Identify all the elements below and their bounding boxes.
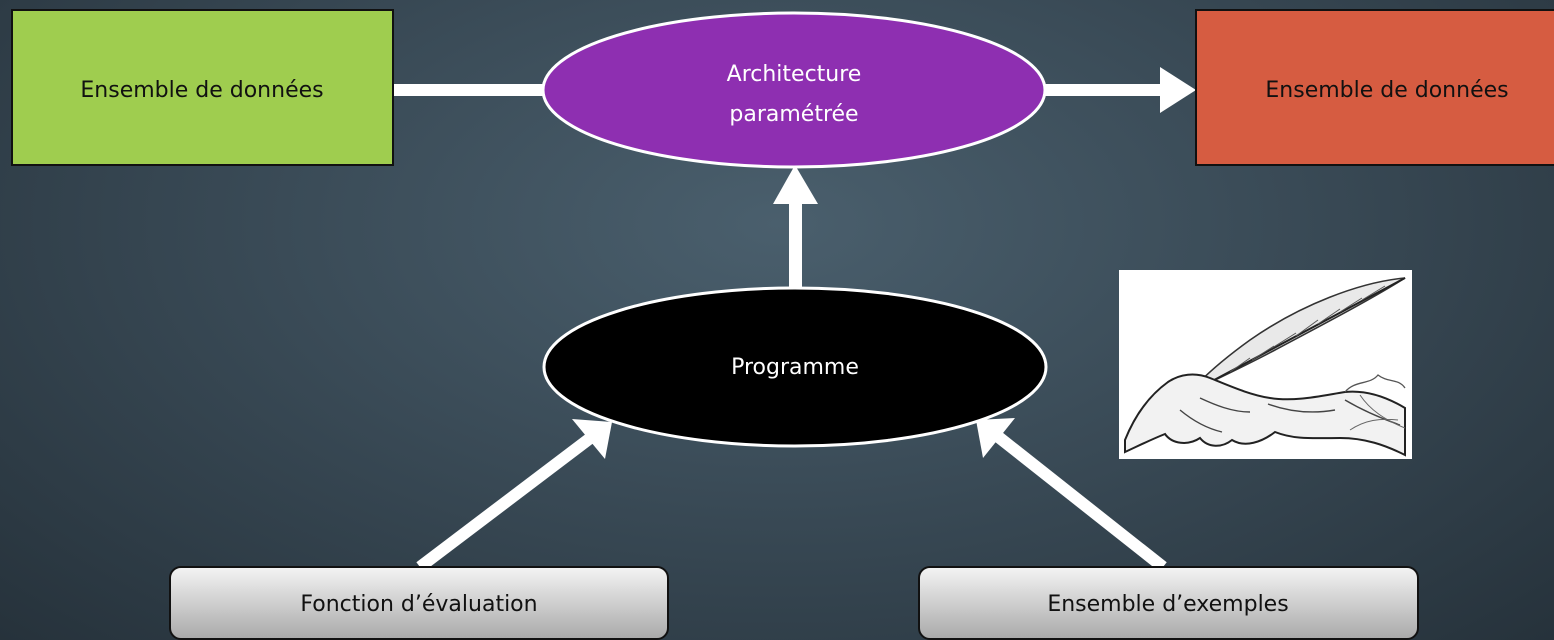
arrow-examples-to-program [976,418,1167,572]
architecture-label-line2: paramétrée [729,102,858,127]
examples-set-label: Ensemble d’exemples [1047,592,1288,617]
program-ellipse: Programme [542,286,1048,448]
program-label: Programme [731,355,859,380]
evaluation-function-label: Fonction d’évaluation [300,592,537,617]
hand-quill-illustration [1119,270,1412,459]
input-dataset-label: Ensemble de données [80,78,323,103]
evaluation-function-box: Fonction d’évaluation [169,566,669,640]
arrows [393,67,1196,572]
architecture-label-line1: Architecture [727,62,862,87]
hand-icon [1124,373,1406,457]
input-dataset-box: Ensemble de données [11,9,394,166]
arrow-program-to-architecture [773,165,818,288]
examples-set-box: Ensemble d’exemples [918,566,1419,640]
arrow-evaluation-to-program [416,419,612,572]
connector-input-to-architecture [393,84,548,96]
output-dataset-box: Ensemble de données [1195,9,1554,166]
output-dataset-label: Ensemble de données [1265,78,1508,103]
arrow-architecture-to-output [1040,67,1196,113]
architecture-ellipse: Architecture paramétrée [541,11,1047,169]
